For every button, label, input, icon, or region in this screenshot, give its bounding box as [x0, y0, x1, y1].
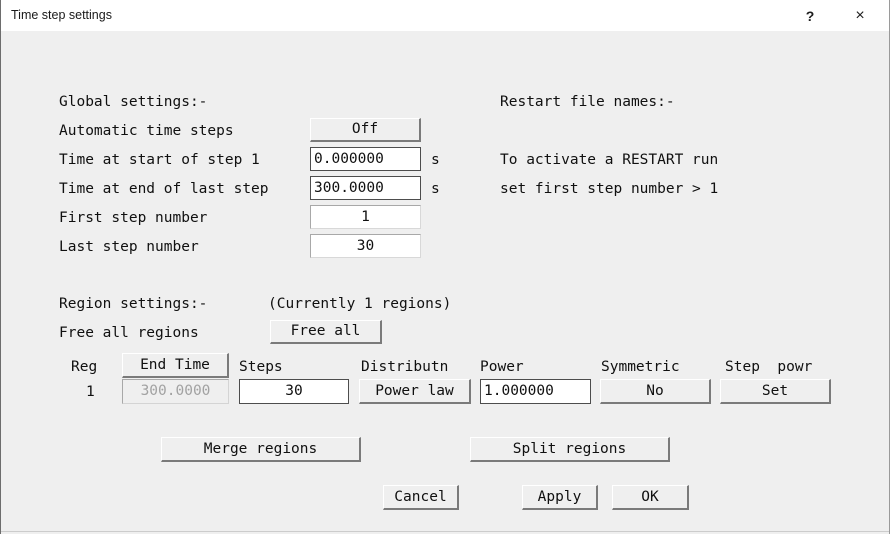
ok-button[interactable]: OK: [612, 485, 689, 510]
cancel-button[interactable]: Cancel: [383, 485, 459, 510]
title-bar: Time step settings ? ×: [1, 0, 889, 31]
free-all-regions-label: Free all regions: [59, 325, 199, 341]
time-at-end-unit: s: [431, 181, 440, 197]
automatic-time-steps-label: Automatic time steps: [59, 123, 234, 139]
global-settings-heading: Global settings:-: [59, 94, 208, 110]
row-power-input[interactable]: 1.000000: [480, 379, 591, 404]
header-steps: Steps: [239, 359, 283, 375]
last-step-number-input[interactable]: 30: [310, 234, 421, 258]
time-at-start-label: Time at start of step 1: [59, 152, 260, 168]
free-all-button[interactable]: Free all: [270, 320, 382, 344]
header-symmetric: Symmetric: [601, 359, 680, 375]
window-title: Time step settings: [11, 8, 112, 22]
time-at-start-unit: s: [431, 152, 440, 168]
first-step-number-label: First step number: [59, 210, 208, 226]
first-step-number-input[interactable]: 1: [310, 205, 421, 229]
header-reg: Reg: [71, 359, 98, 375]
header-distribution: Distributn: [361, 359, 449, 375]
help-icon[interactable]: ?: [787, 0, 833, 31]
close-icon[interactable]: ×: [837, 0, 883, 31]
background-window-sliver: [1, 531, 889, 534]
restart-file-names-heading: Restart file names:-: [500, 94, 675, 110]
split-regions-button[interactable]: Split regions: [470, 437, 670, 462]
region-settings-heading: Region settings:-: [59, 296, 208, 312]
header-power: Power: [480, 359, 524, 375]
merge-regions-button[interactable]: Merge regions: [161, 437, 361, 462]
time-at-start-input[interactable]: 0.000000: [310, 147, 421, 171]
apply-button[interactable]: Apply: [522, 485, 598, 510]
restart-note-line-2: set first step number > 1: [500, 181, 719, 197]
row-reg-number: 1: [86, 384, 95, 400]
time-at-end-input[interactable]: 300.0000: [310, 176, 421, 200]
restart-note-line-1: To activate a RESTART run: [500, 152, 719, 168]
automatic-time-steps-toggle[interactable]: Off: [310, 118, 421, 142]
time-at-end-label: Time at end of last step: [59, 181, 269, 197]
row-step-power-set-button[interactable]: Set: [720, 379, 831, 404]
header-end-time-button[interactable]: End Time: [122, 353, 229, 378]
row-symmetric-toggle[interactable]: No: [600, 379, 711, 404]
row-distribution-button[interactable]: Power law: [359, 379, 471, 404]
row-end-time-input: 300.0000: [122, 379, 229, 404]
header-step-power: Step powr: [725, 359, 813, 375]
region-count-note: (Currently 1 regions): [268, 296, 452, 312]
dialog-body: Global settings:- Automatic time steps O…: [1, 31, 889, 534]
row-steps-input[interactable]: 30: [239, 379, 349, 404]
last-step-number-label: Last step number: [59, 239, 199, 255]
